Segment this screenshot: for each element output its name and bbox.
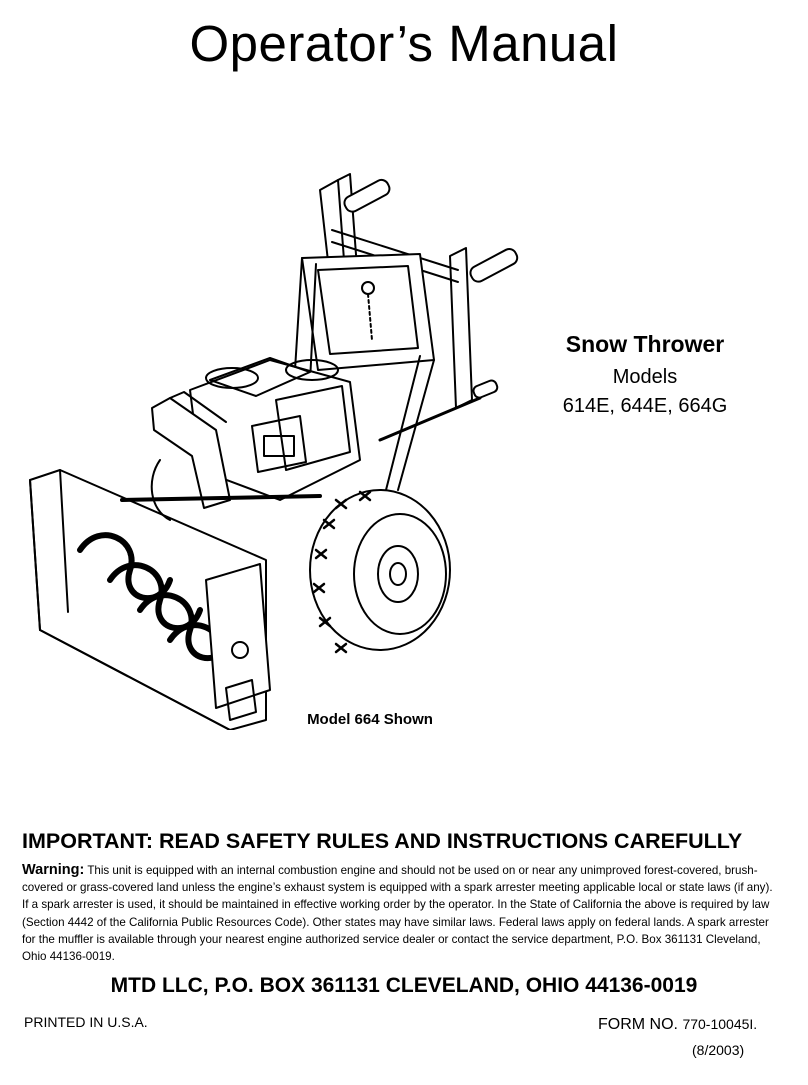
warning-label: Warning:	[22, 862, 85, 878]
important-heading: IMPORTANT: READ SAFETY RULES AND INSTRUC…	[22, 829, 743, 853]
form-number-label: FORM NO.	[598, 1016, 678, 1033]
product-name: Snow Thrower	[565, 331, 725, 357]
snow-thrower-illustration	[29, 173, 519, 730]
form-date: (8/2003)	[692, 1042, 745, 1058]
illustration-caption: Model 664 Shown	[307, 711, 433, 728]
form-number-value: 770-10045I.	[682, 1016, 758, 1032]
product-info: Snow Thrower Models 614E, 644E, 664G	[520, 330, 770, 420]
form-number: FORM NO. 770-10045I.	[598, 1016, 757, 1034]
printed-in-label: PRINTED IN U.S.A.	[24, 1014, 148, 1030]
models-list: 614E, 644E, 664G	[562, 395, 728, 417]
manual-title: Operator’s Manual	[189, 15, 619, 72]
warning-text: This unit is equipped with an internal c…	[22, 864, 773, 964]
company-address: MTD LLC, P.O. BOX 361131 CLEVELAND, OHIO…	[110, 974, 698, 997]
models-label: Models	[612, 366, 678, 388]
warning-paragraph: Warning: This unit is equipped with an i…	[22, 862, 782, 965]
